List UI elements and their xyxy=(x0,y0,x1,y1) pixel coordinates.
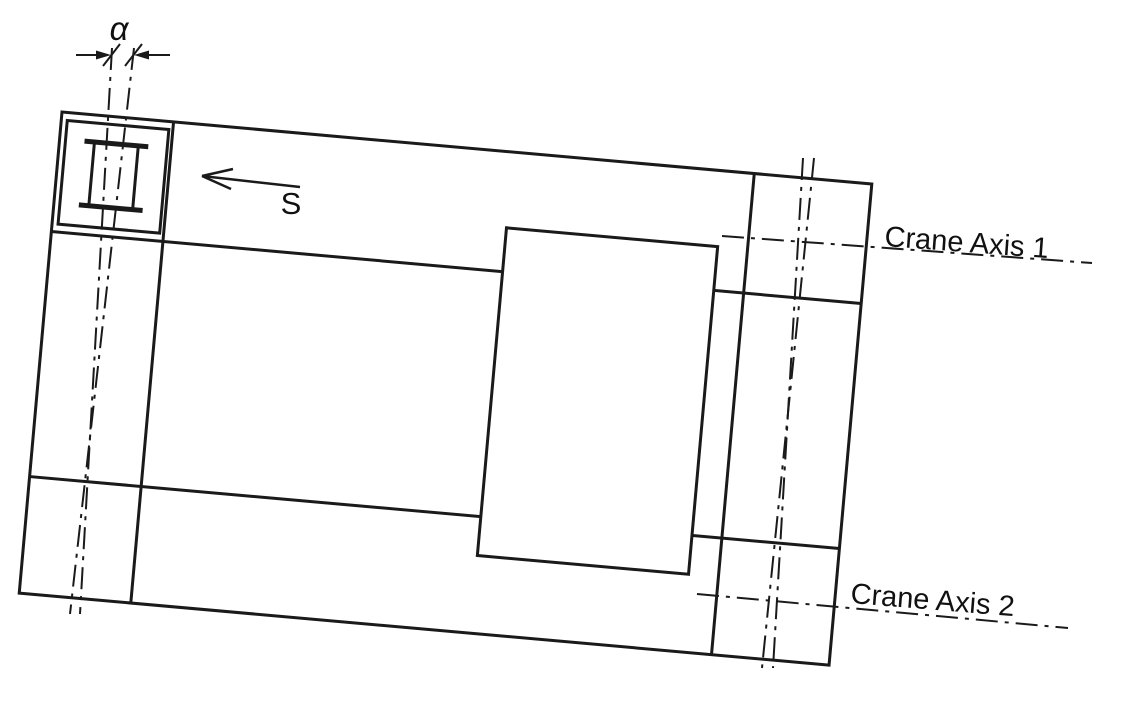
dimension-tick-right xyxy=(124,43,143,67)
left-endcarriage-line xyxy=(129,121,176,604)
trolley-outline xyxy=(475,226,720,576)
crane-axis-1-centerline xyxy=(721,235,1093,264)
left-wheel-centerline xyxy=(69,47,135,615)
travel-arrow-shaft xyxy=(201,174,301,189)
dimension-tick-left xyxy=(102,43,121,67)
crane-axis-2-label: Crane Axis 2 xyxy=(849,578,1015,623)
skew-angle-label: α xyxy=(110,10,130,47)
travel-direction-arrow-icon xyxy=(201,167,301,191)
crane-axis-1-label: Crane Axis 1 xyxy=(883,221,1049,265)
dimension-arrow-right-icon xyxy=(134,50,149,60)
right-endcarriage-line xyxy=(710,173,756,655)
centerlines-group xyxy=(69,47,1093,669)
wheel-web-right xyxy=(131,145,140,210)
dimension-arrow-left-icon xyxy=(96,50,111,60)
wheel-web-left xyxy=(87,141,96,206)
girder2-inner-edge-line xyxy=(29,475,840,551)
crane-bridge-outline xyxy=(17,110,874,667)
travel-arrow-head-lower xyxy=(201,174,232,191)
travel-arrow-head-upper xyxy=(201,167,234,178)
travel-direction-label: S xyxy=(281,186,302,221)
crane-bridge-group xyxy=(17,110,874,667)
left-rail-centerline xyxy=(79,47,113,615)
skew-angle-dimension xyxy=(76,43,170,67)
crane-axis-2-centerline xyxy=(696,593,1069,629)
girder1-inner-edge-line xyxy=(51,230,862,306)
wheel-housing-outline xyxy=(56,118,171,235)
